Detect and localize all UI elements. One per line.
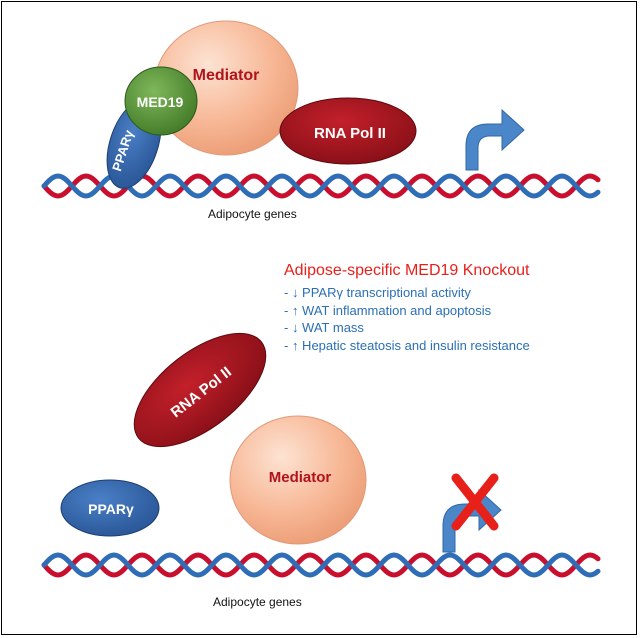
effect-item: - ↓ PPARγ transcriptional activity [284, 285, 471, 300]
transcription-arrow-icon [465, 108, 525, 171]
blocked-x-icon [451, 473, 499, 531]
dna-strand-red [41, 552, 601, 578]
pparg-protein-dissociated [60, 479, 160, 537]
mediator-label-bottom: Mediator [269, 469, 332, 486]
knockout-effects-panel: Adipose-specific MED19 Knockout - ↓ PPAR… [284, 262, 614, 354]
adipocyte-genes-caption: Adipocyte genes [208, 207, 297, 221]
knockout-title: Adipose-specific MED19 Knockout [284, 262, 530, 279]
rna-pol-ii-dissociated [133, 332, 267, 448]
mediator-label: Mediator [193, 67, 260, 84]
rna-pol-label: RNA Pol II [314, 125, 386, 142]
med19-label: MED19 [137, 94, 184, 110]
effect-item: - ↓ WAT mass [284, 320, 364, 335]
pparg-label-bottom: PPARγ [88, 501, 134, 517]
mediator-complex-dissociated [229, 415, 367, 545]
bottom-dna-helix [41, 552, 601, 578]
effect-item: - ↑ WAT inflammation and apoptosis [284, 302, 492, 318]
knockout-effects-list: - ↓ PPARγ transcriptional activity - ↑ W… [284, 284, 614, 354]
med19-subunit [124, 66, 198, 136]
rna-pol-ii [279, 97, 417, 165]
adipocyte-genes-caption-bottom: Adipocyte genes [213, 595, 302, 609]
dna-strand-blue [41, 552, 601, 578]
dna-strand-blue [41, 173, 601, 199]
effect-item: - ↑ Hepatic steatosis and insulin resist… [284, 337, 530, 353]
